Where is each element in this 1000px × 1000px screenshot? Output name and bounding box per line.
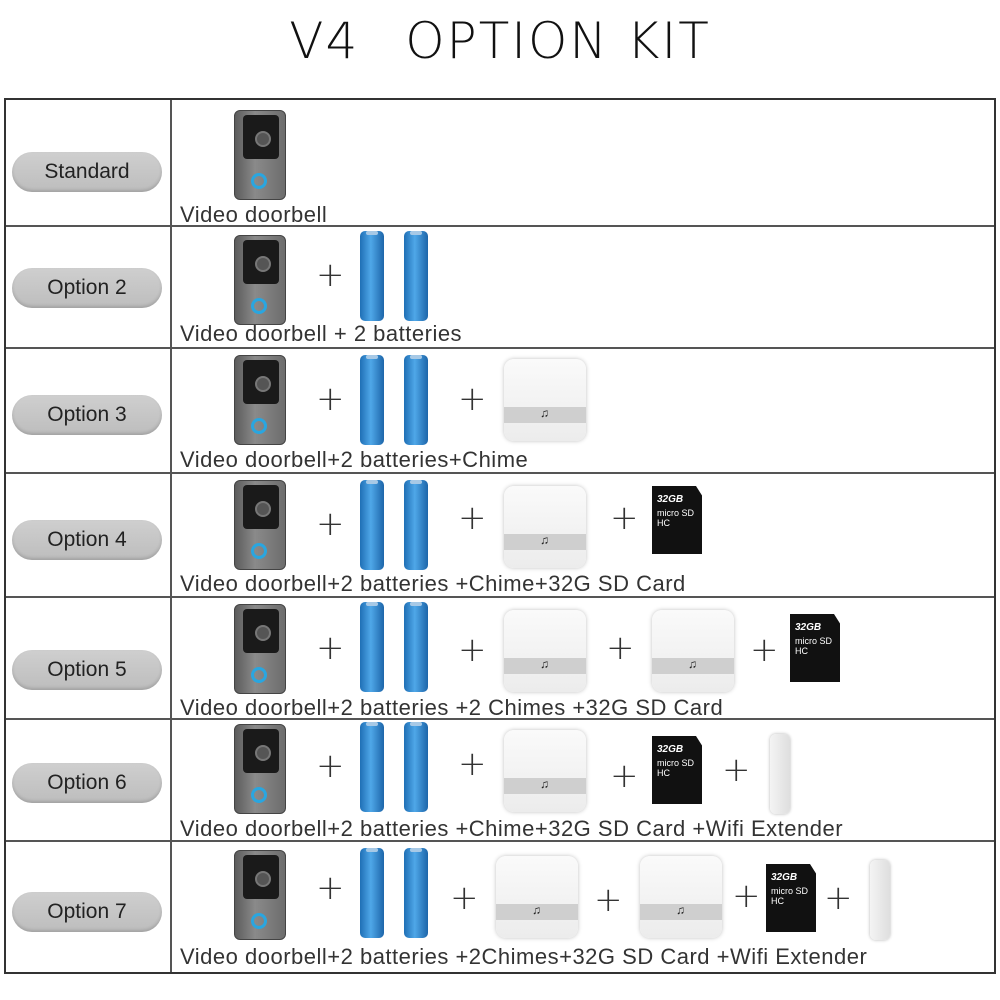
label-cell: Standard <box>6 100 172 225</box>
battery-icon <box>404 231 428 321</box>
option-pill: Option 5 <box>12 650 162 690</box>
label-cell: Option 5 <box>6 598 172 718</box>
row-caption: Video doorbell+2 batteries +Chime+32G SD… <box>180 816 844 841</box>
plus-icon: + <box>316 379 345 419</box>
doorbell-icon <box>234 724 286 814</box>
battery-icon <box>360 602 384 692</box>
battery-icon <box>360 355 384 445</box>
option-pill: Option 4 <box>12 520 162 560</box>
row-content: Video doorbell <box>174 100 994 227</box>
doorbell-icon <box>234 480 286 570</box>
title-v4: V4 <box>289 12 360 70</box>
row-caption: Video doorbell + 2 batteries <box>180 321 463 346</box>
page-title: V4 OPTION KIT <box>0 12 1000 70</box>
plus-icon: + <box>316 868 345 908</box>
plus-icon: + <box>594 880 623 920</box>
plus-icon: + <box>750 630 779 670</box>
plus-icon: + <box>610 756 639 796</box>
title-kit: KIT <box>626 12 711 70</box>
doorbell-icon <box>234 604 286 694</box>
row-content: + + ♫ Video doorbell+2 batteries+Chime <box>174 349 994 472</box>
table-row: Option 2 + Video doorbell + 2 batteries <box>6 227 994 349</box>
doorbell-icon <box>234 850 286 940</box>
doorbell-icon <box>234 355 286 445</box>
plus-icon: + <box>458 379 487 419</box>
plus-icon: + <box>316 628 345 668</box>
battery-icon <box>404 480 428 570</box>
label-cell: Option 6 <box>6 720 172 840</box>
row-caption: Video doorbell+2 batteries+Chime <box>180 447 529 472</box>
battery-icon <box>360 480 384 570</box>
plus-icon: + <box>722 750 751 790</box>
option-pill: Option 3 <box>12 395 162 435</box>
plus-icon: + <box>458 630 487 670</box>
chime-icon: ♫ <box>640 856 722 938</box>
battery-icon <box>360 722 384 812</box>
table-row: Standard Video doorbell <box>6 100 994 227</box>
plus-icon: + <box>450 878 479 918</box>
plus-icon: + <box>610 498 639 538</box>
option-pill: Option 7 <box>12 892 162 932</box>
label-cell: Option 7 <box>6 842 172 972</box>
battery-icon <box>360 231 384 321</box>
battery-icon <box>360 848 384 938</box>
chime-icon: ♫ <box>504 610 586 692</box>
battery-icon <box>404 355 428 445</box>
row-content: + Video doorbell + 2 batteries <box>174 227 994 347</box>
row-caption: Video doorbell+2 batteries +2 Chimes +32… <box>180 695 724 720</box>
plus-icon: + <box>316 255 345 295</box>
chime-icon: ♫ <box>504 730 586 812</box>
plus-icon: + <box>316 504 345 544</box>
options-table: Standard Video doorbell Option 2 + Video… <box>4 98 996 974</box>
row-caption: Video doorbell <box>180 202 328 227</box>
battery-icon <box>404 848 428 938</box>
option-pill: Option 2 <box>12 268 162 308</box>
doorbell-icon <box>234 110 286 200</box>
plus-icon: + <box>458 744 487 784</box>
chime-icon: ♫ <box>504 486 586 568</box>
plus-icon: + <box>824 878 853 918</box>
row-caption: Video doorbell+2 batteries +Chime+32G SD… <box>180 571 686 596</box>
wifi-extender-icon <box>870 860 890 940</box>
table-row: Option 3 + + ♫ Video doorbell+2 batterie… <box>6 349 994 474</box>
plus-icon: + <box>606 628 635 668</box>
option-pill: Standard <box>12 152 162 192</box>
battery-icon <box>404 602 428 692</box>
chime-icon: ♫ <box>652 610 734 692</box>
label-cell: Option 2 <box>6 227 172 347</box>
chime-icon: ♫ <box>504 359 586 441</box>
label-cell: Option 4 <box>6 474 172 596</box>
option-pill: Option 6 <box>12 763 162 803</box>
wifi-extender-icon <box>770 734 790 814</box>
battery-icon <box>404 722 428 812</box>
plus-icon: + <box>458 498 487 538</box>
label-cell: Option 3 <box>6 349 172 472</box>
row-caption: Video doorbell+2 batteries +2Chimes+32G … <box>180 944 868 969</box>
title-option: OPTION <box>405 12 609 70</box>
plus-icon: + <box>316 746 345 786</box>
doorbell-icon <box>234 235 286 325</box>
plus-icon: + <box>732 876 761 916</box>
chime-icon: ♫ <box>496 856 578 938</box>
